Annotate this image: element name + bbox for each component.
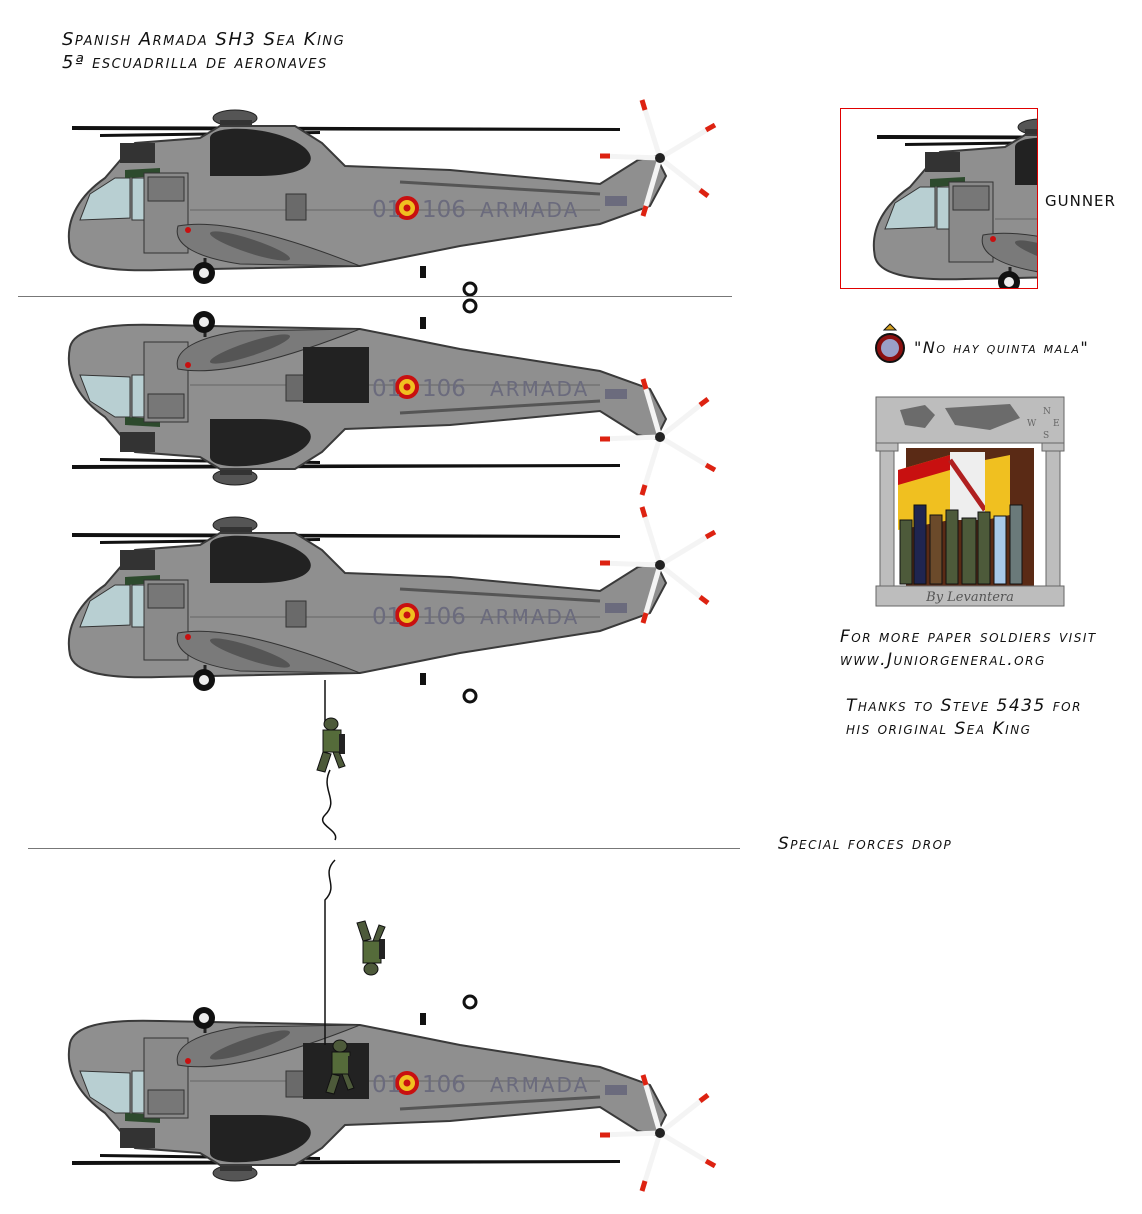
gunner-inset — [840, 108, 1038, 289]
serial-number: 106 — [422, 376, 466, 402]
artwork-signature: By Levantera — [925, 590, 1014, 605]
compass-e: E — [1053, 419, 1060, 429]
helicopter-markings: 01 106 ARMADA — [372, 376, 589, 402]
cargo-door — [303, 347, 369, 403]
compass-n: N — [1043, 407, 1051, 417]
gunner-inset-helicopter — [841, 109, 1037, 288]
credits-link[interactable]: www.Juniorgeneral.org — [840, 650, 1046, 670]
serial-number: 106 — [422, 604, 466, 630]
helicopter-markings: 01 106 ARMADA — [372, 197, 579, 223]
service-marking: ARMADA — [480, 605, 579, 629]
helicopter-markings: 01 106 ARMADA — [372, 604, 579, 630]
rappel-rope — [322, 680, 337, 841]
service-marking: ARMADA — [490, 377, 589, 401]
sheet-title: Spanish Armada SH3 Sea King — [62, 29, 346, 50]
gunner-label: GUNNER — [1045, 192, 1116, 210]
credits-line-4: his original Sea King — [846, 719, 1032, 739]
soldier-dropping — [356, 920, 386, 976]
motto-text: "No hay quinta mala" — [914, 338, 1090, 357]
divider — [18, 296, 732, 297]
credits-line-3: Thanks to Steve 5435 for — [846, 696, 1082, 716]
compass-w: W — [1027, 419, 1037, 429]
service-marking: ARMADA — [490, 1073, 589, 1097]
serial-prefix: 01 — [372, 604, 401, 630]
compass-s: S — [1043, 431, 1049, 441]
serial-prefix: 01 — [372, 1072, 401, 1098]
sheet-subtitle: 5ª escuadrilla de aeronaves — [62, 52, 328, 73]
serial-number: 106 — [422, 1072, 466, 1098]
service-marking: ARMADA — [480, 198, 579, 222]
divider — [28, 848, 740, 849]
serial-number: 106 — [422, 197, 466, 223]
helicopter-markings: 01 106 ARMADA — [372, 1072, 589, 1098]
levantera-artwork: By Levantera N W E S — [875, 396, 1065, 607]
serial-prefix: 01 — [372, 197, 401, 223]
serial-prefix: 01 — [372, 376, 401, 402]
credits-line-1: For more paper soldiers visit — [840, 627, 1097, 647]
drop-rope — [324, 859, 336, 1045]
scene-label: Special forces drop — [778, 834, 953, 854]
squadron-crest-icon — [875, 323, 905, 363]
soldier-rappelling — [316, 717, 346, 773]
